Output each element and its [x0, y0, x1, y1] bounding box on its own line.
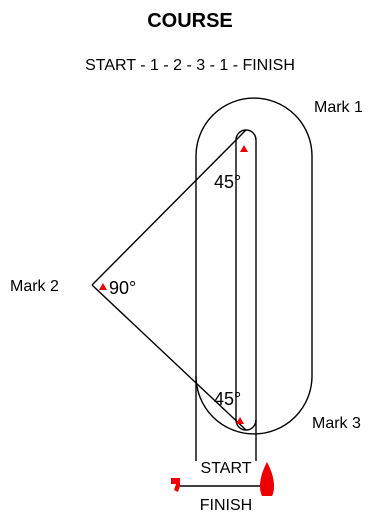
mark-2-label: Mark 2 [10, 278, 59, 295]
angle-top-label: 45° [214, 172, 241, 192]
outer-loop-path [195, 97, 313, 435]
finish-label: FINISH [200, 497, 252, 514]
mark-3-buoy [236, 417, 244, 424]
mark-2-buoy [99, 283, 107, 290]
course-route: START - 1 - 2 - 3 - 1 - FINISH [85, 57, 295, 74]
mark-1-label: Mark 1 [314, 99, 363, 116]
angle-middle-label: 90° [109, 278, 136, 298]
mark-1-buoy [240, 145, 248, 152]
committee-boat-icon [259, 462, 275, 496]
reach-leg-top [91, 129, 247, 286]
mark-3-label: Mark 3 [312, 415, 361, 432]
angle-bottom-label: 45° [214, 389, 241, 409]
reach-leg-bottom [91, 284, 247, 431]
pin-flag-icon [171, 478, 180, 492]
start-label: START [201, 460, 252, 477]
course-title: COURSE [147, 10, 233, 32]
